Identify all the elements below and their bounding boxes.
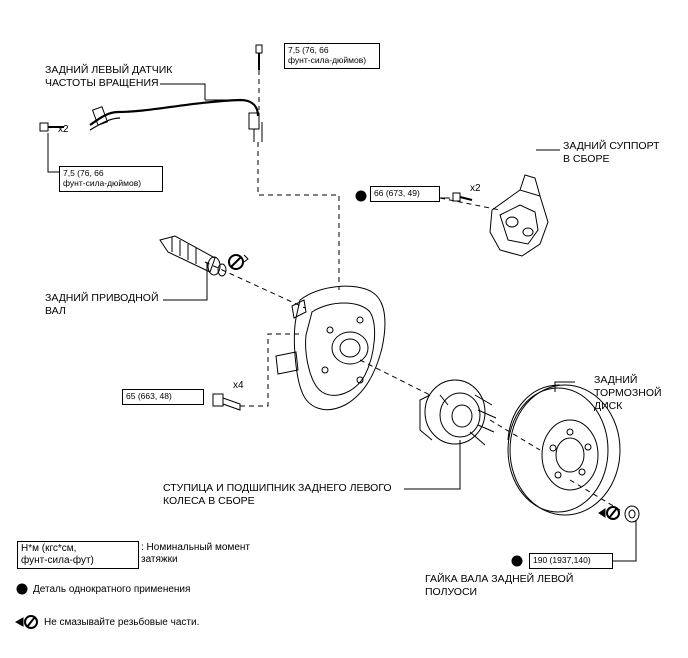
guide-lines — [204, 70, 621, 511]
hub-drawing — [419, 379, 497, 446]
torque-box-plate: 65 (663, 48) — [122, 389, 204, 405]
no-lube-icon — [228, 254, 249, 270]
leader-lines — [47, 99, 637, 562]
speed-sensor-drawing — [39, 44, 263, 142]
legend-no-lube-text: Не смазывайте резьбовые части. — [44, 617, 200, 628]
disc-drawing — [507, 384, 621, 516]
driveshaft-drawing — [159, 235, 227, 277]
sensor-bolt-qty: x2 — [58, 124, 69, 135]
single-use-dot-nut — [511, 555, 523, 567]
sensor-label: ЗАДНИЙ ЛЕВЫЙ ДАТЧИК ЧАСТОТЫ ВРАЩЕНИЯ — [45, 64, 173, 89]
nut-label: ГАЙКА ВАЛА ЗАДНЕЙ ЛЕВОЙ ПОЛУОСИ — [425, 573, 574, 598]
legend-single-use-dot — [16, 583, 28, 595]
caliper-bolt-qty: x2 — [470, 183, 481, 194]
legend-no-lube-icon — [14, 615, 38, 629]
no-lube-icon-nut — [598, 506, 620, 520]
driveshaft-label: ЗАДНИЙ ПРИВОДНОЙ ВАЛ — [45, 292, 159, 317]
legend-torque-box: Н*м (кгс*см, фунт-сила-фут) — [17, 541, 139, 569]
hub-label: СТУПИЦА И ПОДШИПНИК ЗАДНЕГО ЛЕВОГО КОЛЕС… — [163, 482, 392, 507]
torque-box-caliper: 66 (673, 49) — [370, 186, 440, 202]
plate-bolt-qty: x4 — [233, 380, 244, 391]
torque-box-sensor-top: 7,5 (76, 66 фунт-сила-дюймов) — [284, 43, 380, 69]
torque-box-sensor-left: 7,5 (76, 66 фунт-сила-дюймов) — [59, 166, 163, 192]
caliper-label: ЗАДНИЙ СУППОРТ В СБОРЕ — [563, 140, 660, 165]
legend-single-use-text: Деталь однократного применения — [33, 584, 191, 595]
single-use-dot-caliper — [355, 190, 367, 202]
torque-box-nut: 190 (1937,140) — [529, 553, 613, 569]
disc-label: ЗАДНИЙ ТОРМОЗНОЙ ДИСК — [594, 374, 662, 412]
plate-bolt-drawing — [212, 393, 241, 411]
caliper-drawing — [489, 174, 549, 257]
nut-drawing — [624, 505, 640, 523]
backing-plate-drawing — [275, 285, 386, 410]
caliper-bolt-drawing — [452, 192, 473, 202]
legend-torque-desc: : Номинальный момент затяжки — [141, 542, 250, 565]
